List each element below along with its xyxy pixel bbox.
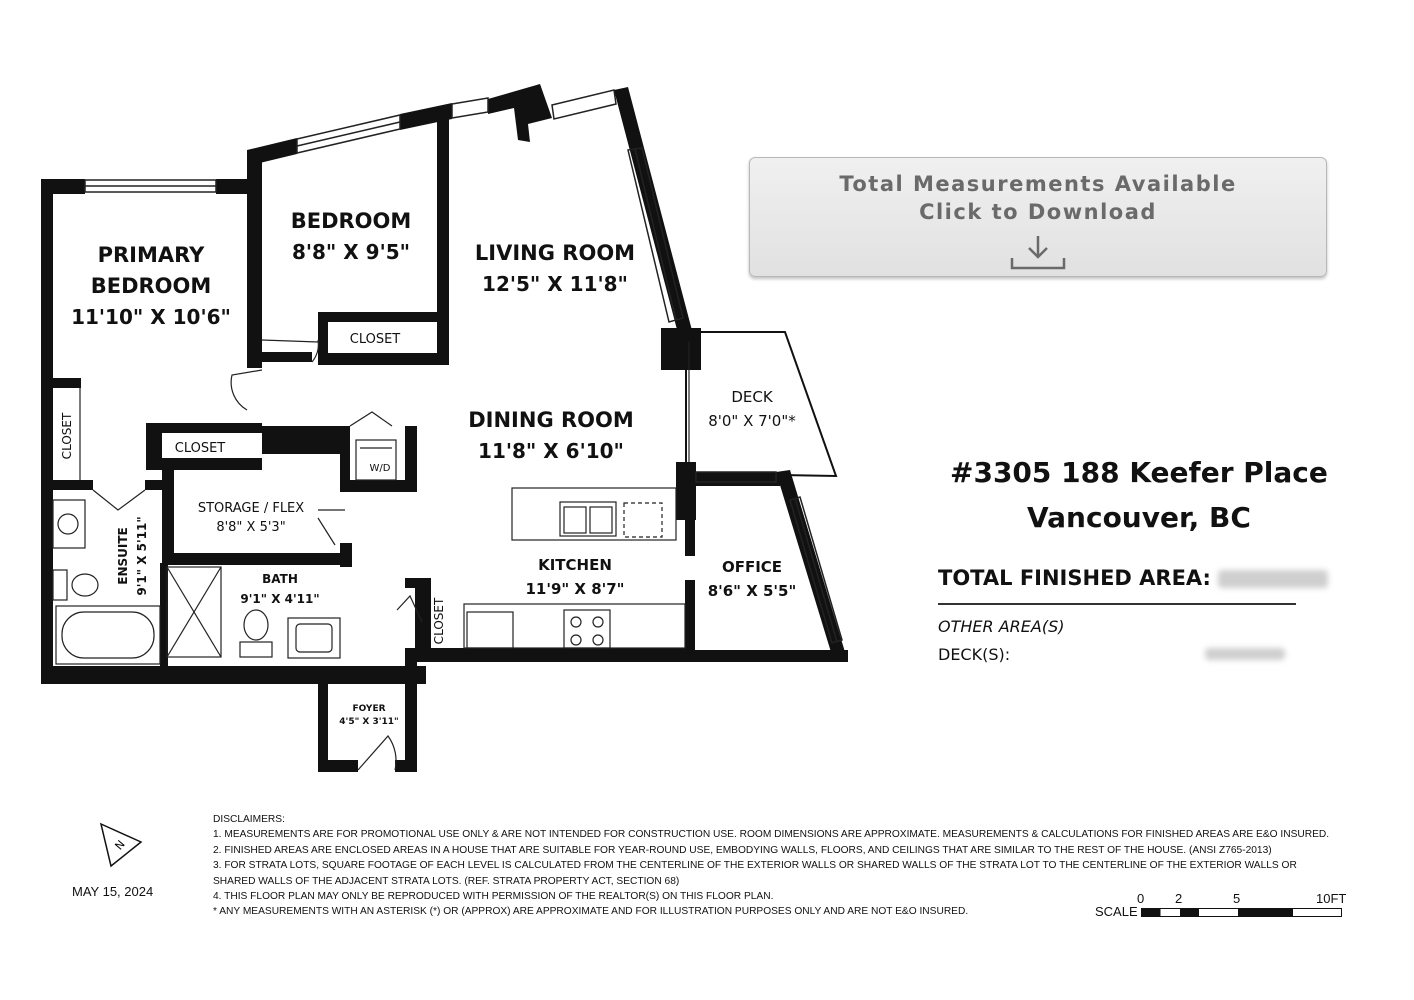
download-icon [1010, 236, 1066, 270]
office-name: OFFICE [722, 558, 782, 576]
disclaimer-item: 2. FINISHED AREAS ARE ENCLOSED AREAS IN … [213, 844, 1272, 856]
dining-room-name: DINING ROOM [468, 408, 634, 432]
deck-name: DECK [731, 388, 774, 406]
bathtub [55, 605, 161, 665]
foyer-closet-label-group: CLOSET [432, 597, 446, 644]
windows [84, 89, 843, 644]
ensuite-label-group: ENSUITE 9'1" X 5'11" [116, 516, 149, 595]
shower [166, 566, 222, 658]
bath-name: BATH [262, 572, 298, 586]
scale-tick-0: 0 [1137, 891, 1145, 906]
redacted-area-value [1218, 570, 1329, 588]
ensuite-toilet [71, 573, 99, 597]
kitchen-name: KITCHEN [538, 556, 612, 574]
download-line-2: Click to Download [919, 200, 1157, 224]
bath-dims: 9'1" X 4'11" [240, 592, 319, 606]
scale-tick-5: 5 [1233, 891, 1241, 906]
download-measurements-button[interactable]: Total Measurements Available Click to Do… [749, 157, 1327, 277]
disclaimer-item: 4. THIS FLOOR PLAN MAY ONLY BE REPRODUCE… [213, 891, 774, 903]
bath-vanity [287, 617, 341, 659]
disclaimers: DISCLAIMERS: 1. MEASUREMENTS ARE FOR PRO… [213, 812, 1329, 920]
address-line-2: Vancouver, BC [1027, 501, 1251, 534]
kitchen-sink [559, 501, 617, 537]
total-finished-area-label: TOTAL FINISHED AREA: [938, 566, 1211, 590]
foyer-dims: 4'5" X 3'11" [339, 717, 398, 727]
dining-room-dims: 11'8" X 6'10" [478, 439, 624, 463]
bedroom-dims: 8'8" X 9'5" [292, 240, 410, 264]
floor-plan: PRIMARY BEDROOM 11'10" X 10'6" BEDROOM 8… [41, 84, 848, 772]
disclaimer-item: * ANY MEASUREMENTS WITH AN ASTERISK (*) … [213, 906, 969, 918]
redacted-deck-value [1205, 648, 1285, 660]
washer-dryer [355, 439, 397, 481]
hall-closet-label-group: CLOSET [60, 412, 74, 459]
doors [79, 339, 690, 771]
decks-label: DECK(S): [938, 645, 1011, 664]
deck-dims: 8'0" X 7'0"* [708, 412, 796, 430]
disclaimer-item: 3. FOR STRATA LOTS, SQUARE FOOTAGE OF EA… [213, 860, 1297, 872]
deck-outline [685, 331, 838, 478]
address-line-1: #3305 188 Keefer Place [950, 456, 1328, 489]
primary-closet-label: CLOSET [175, 441, 226, 456]
plan-date: MAY 15, 2024 [72, 884, 154, 899]
hall-closet-label: CLOSET [60, 412, 74, 459]
scale-tick-10: 10FT [1316, 891, 1347, 906]
fixtures [52, 439, 686, 665]
scale-tick-2: 2 [1175, 891, 1183, 906]
scale-bar [1141, 908, 1342, 917]
storage-flex-dims: 8'8" X 5'3" [216, 520, 285, 535]
disclaimers-heading: DISCLAIMERS: [213, 814, 285, 825]
living-room-name: LIVING ROOM [475, 241, 635, 265]
north-arrow-icon: N [99, 822, 143, 868]
disclaimer-item: SHARED WALLS OF THE ADJACENT STRATA LOTS… [213, 875, 680, 887]
bedroom-closet-label: CLOSET [350, 332, 401, 347]
stove [563, 609, 611, 649]
dishwasher [623, 502, 663, 538]
foyer-closet-label: CLOSET [432, 597, 446, 644]
total-finished-area: TOTAL FINISHED AREA: [938, 566, 1329, 590]
disclaimer-item: 1. MEASUREMENTS ARE FOR PROMOTIONAL USE … [213, 829, 1330, 841]
ensuite-sink [57, 513, 79, 535]
primary-bedroom-name-1: PRIMARY [98, 243, 206, 267]
living-room-dims: 12'5" X 11'8" [482, 272, 628, 296]
washer-dryer-label: W/D [370, 463, 391, 474]
scale-label: SCALE [1095, 904, 1138, 919]
other-areas-label: OTHER AREA(S) [938, 617, 1065, 636]
primary-bedroom-dims: 11'10" X 10'6" [71, 305, 231, 329]
bedroom-name: BEDROOM [291, 209, 412, 233]
ensuite-dims: 9'1" X 5'11" [135, 516, 149, 595]
refrigerator [466, 611, 514, 649]
ensuite-name: ENSUITE [116, 527, 130, 584]
kitchen-dims: 11'9" X 8'7" [525, 580, 624, 598]
primary-bedroom-name-2: BEDROOM [91, 274, 212, 298]
storage-flex-name: STORAGE / FLEX [198, 501, 304, 516]
divider-line [938, 603, 1296, 605]
foyer-name: FOYER [352, 704, 385, 714]
office-dims: 8'6" X 5'5" [708, 582, 797, 600]
bath-toilet [243, 609, 269, 641]
download-line-1: Total Measurements Available [839, 172, 1237, 196]
